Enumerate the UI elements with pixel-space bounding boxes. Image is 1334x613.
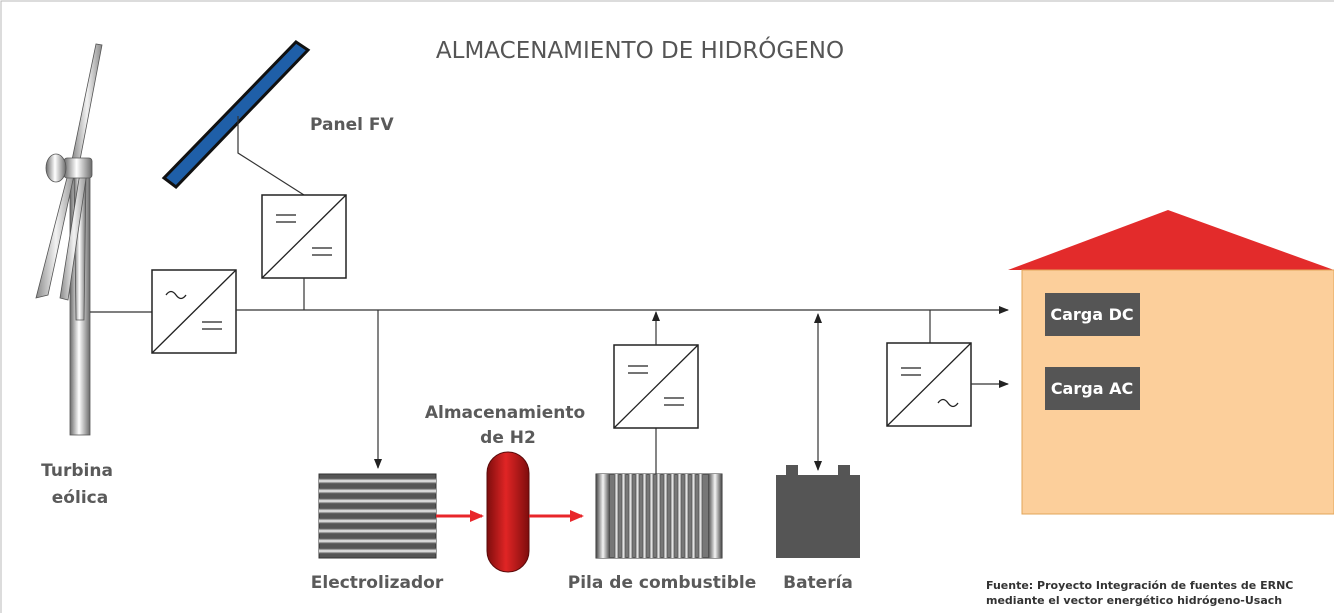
- wind-turbine-icon: [35, 43, 103, 436]
- electrolyzer-label: Electrolizador: [311, 573, 444, 593]
- turbine-acdc-converter-icon: [151, 269, 237, 354]
- fuel-cell-icon: [595, 473, 723, 559]
- dcac-inverter-icon: [886, 342, 972, 427]
- fuel-cell-dcdc-converter-icon: [613, 344, 699, 429]
- electrolyzer-icon: [318, 473, 437, 559]
- load-ac-label: Carga AC: [1051, 379, 1133, 398]
- turbine-label: Turbina eólica: [41, 461, 119, 508]
- fuel-cell-label: Pila de combustible: [568, 573, 756, 593]
- load-dc-box: [1045, 293, 1140, 336]
- hydrogen-tank-icon: [486, 451, 530, 573]
- battery-label: Batería: [783, 573, 853, 593]
- source-note: Fuente: Proyecto Integración de fuentes …: [986, 579, 1297, 607]
- storage-label: Almacenamiento de H2: [425, 403, 591, 448]
- house-icon: [1008, 210, 1334, 515]
- panel-wire: [237, 116, 305, 196]
- load-dc-label: Carga DC: [1050, 305, 1133, 324]
- diagram-title: ALMACENAMIENTO DE HIDRÓGENO: [436, 36, 844, 64]
- load-ac-box: [1045, 367, 1140, 410]
- panel-label: Panel FV: [310, 115, 394, 135]
- solar-panel-icon: [161, 40, 311, 189]
- battery-icon: [776, 465, 860, 558]
- panel-dcdc-converter-icon: [261, 194, 347, 279]
